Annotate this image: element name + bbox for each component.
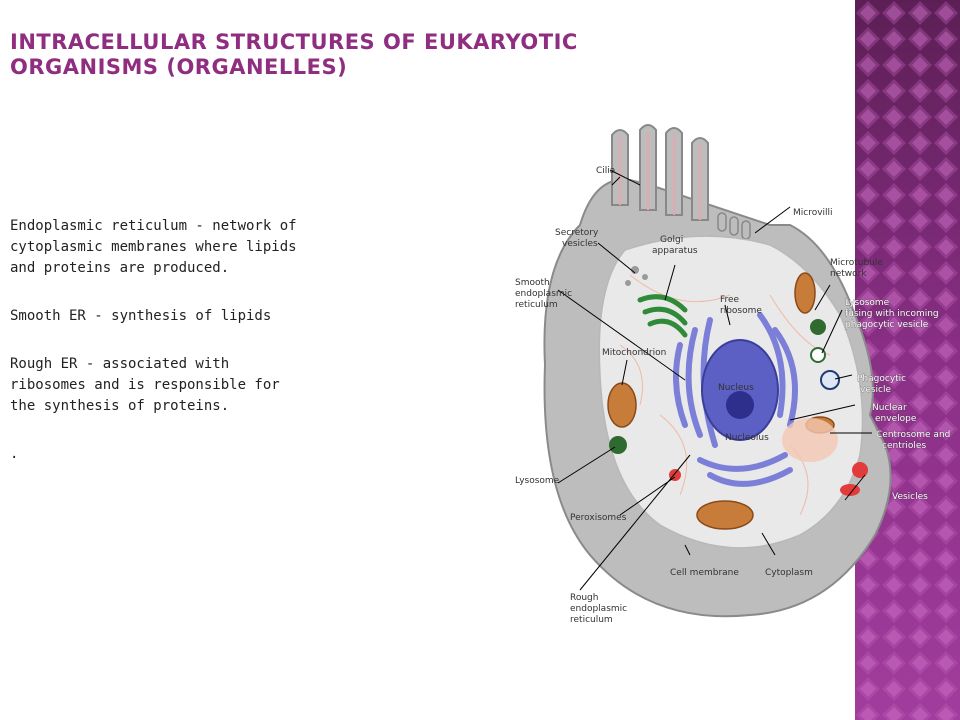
paragraph-smooth-er: Smooth ER - synthesis of lipids [10,308,272,324]
label-microtubule-2: network [830,269,867,279]
label-lysosome: Lysosome [515,476,560,486]
label-cilia: Cilia [596,166,615,176]
slide-body: Endoplasmic reticulum - network of cytop… [10,216,300,465]
golgi-shape [637,294,688,338]
label-phagocytic-1: Phagocytic [857,374,906,384]
label-lysosome-fusing-1: Lysosome [845,298,890,308]
label-lysosome-fusing-2: fusing with incoming [845,309,939,319]
label-secretory-vesicles-2: vesicles [562,239,598,249]
eukaryotic-cell-diagram: Cilia Microvilli Secretory vesicles Golg… [515,124,951,625]
label-smooth-er-2: endoplasmic [515,289,572,299]
slide-title: Intracellular structures of eukaryotic o… [10,30,578,79]
label-rough-er-3: reticulum [570,615,613,625]
label-nuclear-envelope-1: Nuclear [872,403,907,413]
label-cytoplasm: Cytoplasm [765,568,813,578]
label-cell-membrane: Cell membrane [670,568,739,578]
peroxisome-shape [669,469,681,481]
label-smooth-er-1: Smooth [515,278,550,288]
mitochondrion-shape [607,382,637,428]
label-secretory-vesicles-1: Secretory [555,228,599,238]
label-nuclear-envelope-2: envelope [875,414,917,424]
label-centrosome-1: Centrosome and [876,430,950,440]
label-rough-er-1: Rough [570,593,598,603]
label-microvilli: Microvilli [793,208,833,218]
trailing-dot: . [10,446,19,462]
paragraph-rough-er: Rough ER - associated with ribosomes and… [10,356,280,414]
label-lysosome-fusing-3: phagocytic vesicle [845,320,929,330]
label-microtubule-1: Microtubule [830,258,883,268]
label-golgi-1: Golgi [660,235,683,245]
centrosome-shape [782,418,838,462]
label-nucleus: Nucleus [718,383,754,393]
label-free-ribosome-1: Free [720,295,740,305]
nucleus-shape [701,339,779,441]
label-peroxisomes: Peroxisomes [570,513,627,523]
microvilli-shape [717,212,751,240]
label-free-ribosome-2: ribosome [720,306,762,316]
label-phagocytic-2: vesicle [860,385,892,395]
label-smooth-er-3: reticulum [515,300,558,310]
nucleolus-shape [726,391,754,419]
label-golgi-2: apparatus [652,246,698,256]
label-vesicles: Vesicles [892,492,928,502]
label-centrosome-2: centrioles [882,441,926,451]
paragraph-endoplasmic-reticulum: Endoplasmic reticulum - network of cytop… [10,218,297,276]
label-nucleolus: Nucleolus [725,433,769,443]
decorative-sidebar [855,0,960,720]
label-mitochondrion: Mitochondrion [602,348,666,358]
lysosome-shape [609,436,627,454]
label-rough-er-2: endoplasmic [570,604,627,614]
cilia-shape [611,124,709,221]
